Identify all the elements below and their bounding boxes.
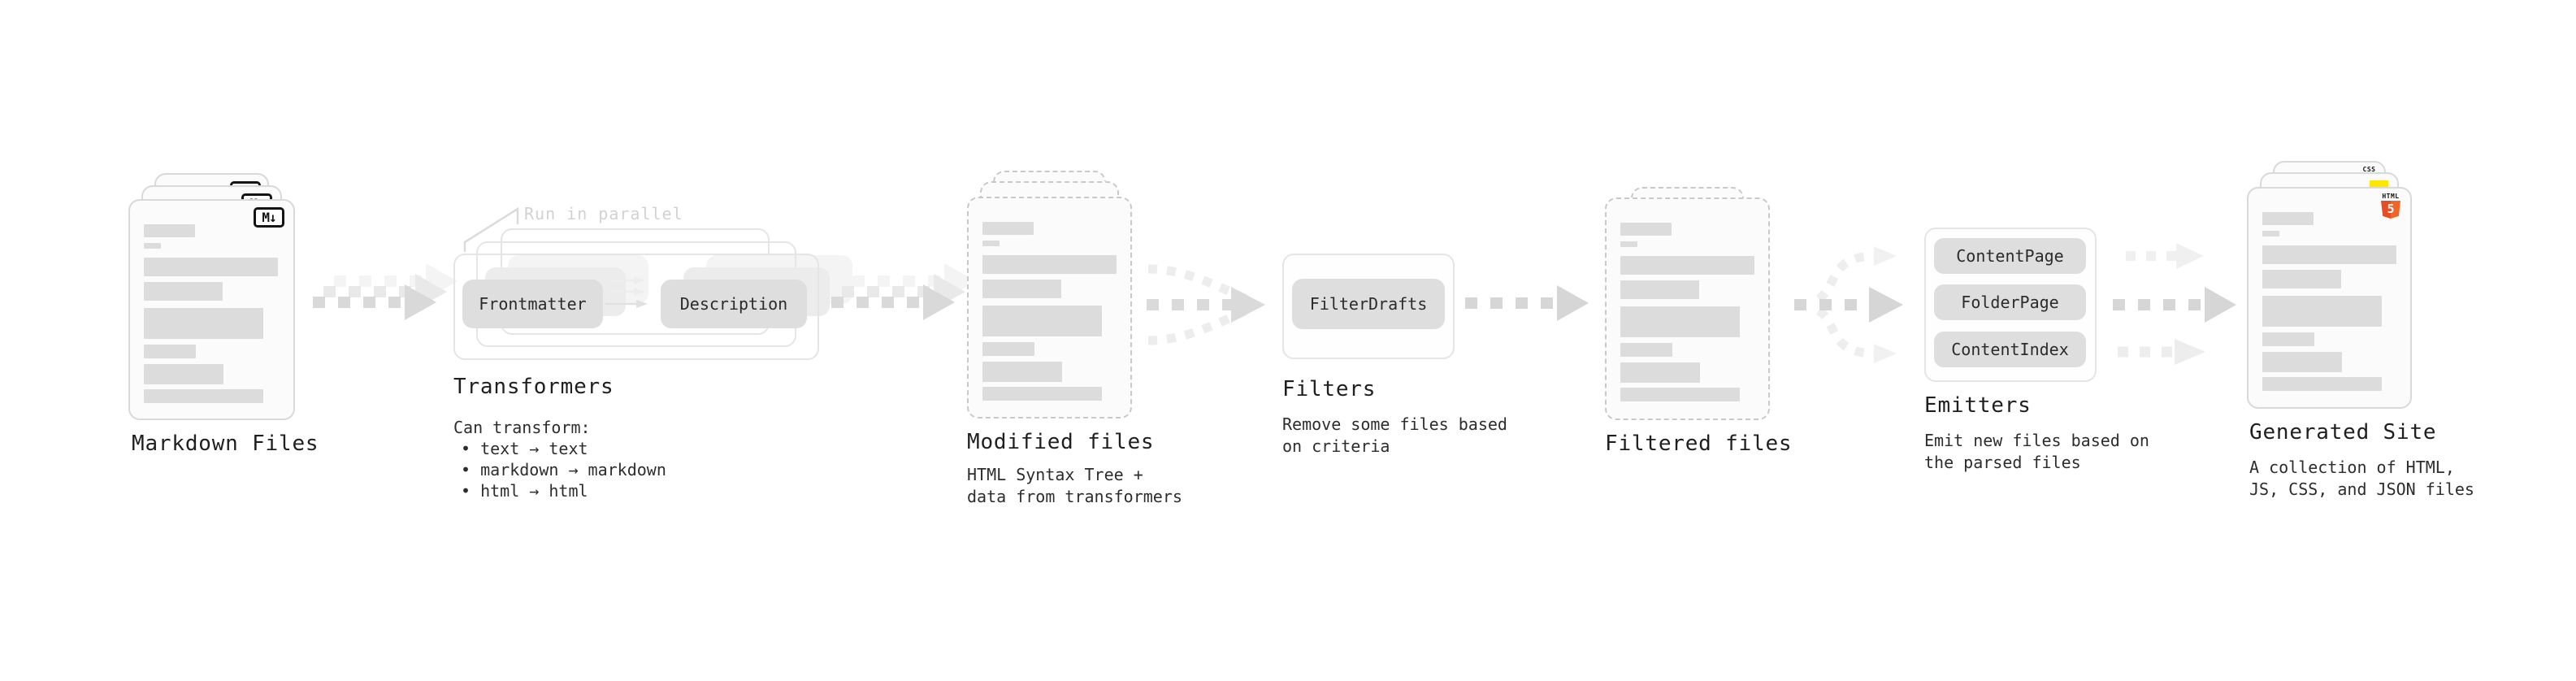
filterdrafts-pill: FilterDrafts — [1292, 279, 1445, 329]
markdown-icon: M↓ — [254, 207, 284, 228]
flow-arrow-light-bottom — [2118, 339, 2205, 365]
css-icon-label: CSS — [2362, 166, 2376, 173]
text-placeholder-bar — [982, 255, 1117, 274]
text-placeholder-bar — [1620, 388, 1740, 401]
text-placeholder-bar — [982, 222, 1034, 235]
filters-subtitle: Remove some files based on criteria — [1282, 414, 1507, 456]
callout-line — [463, 206, 519, 252]
text-placeholder-bar — [982, 280, 1061, 298]
generated-file-card-front: HTML 5 — [2247, 187, 2412, 409]
text-placeholder-bar — [144, 364, 223, 384]
generated-site-label: Generated Site — [2249, 420, 2437, 445]
text-placeholder-bar — [144, 282, 223, 301]
text-placeholder-bar — [1620, 241, 1637, 247]
flow-arrow — [831, 284, 955, 320]
text-placeholder-bar — [982, 241, 1000, 246]
contentpage-pill: ContentPage — [1934, 238, 2086, 274]
flow-arrow — [313, 284, 436, 320]
html5-icon-shield: 5 — [2381, 201, 2400, 219]
text-placeholder-bar — [144, 243, 161, 249]
transformers-notes: Can transform: • text → text • markdown … — [453, 417, 666, 501]
modified-files-label: Modified files — [967, 430, 1155, 454]
flow-arrow — [1465, 285, 1589, 321]
emitters-label: Emitters — [1924, 393, 2032, 418]
modified-files-subtitle: HTML Syntax Tree + data from transformer… — [967, 465, 1182, 506]
text-placeholder-bar — [144, 345, 196, 358]
text-placeholder-bar — [2262, 212, 2314, 225]
flow-arrow-merge — [1147, 264, 1265, 345]
text-placeholder-bar — [982, 362, 1062, 382]
markdown-file-card-front: M↓ — [128, 199, 295, 420]
markdown-files-label: Markdown Files — [132, 432, 319, 456]
text-placeholder-bar — [2262, 332, 2314, 346]
text-placeholder-bar — [144, 258, 278, 276]
text-placeholder-bar — [144, 224, 195, 237]
contentindex-pill: ContentIndex — [1934, 332, 2086, 367]
text-placeholder-bar — [1620, 280, 1699, 299]
frontmatter-pill: Frontmatter — [462, 280, 603, 328]
flow-arrow — [2113, 287, 2236, 323]
text-placeholder-bar — [2262, 245, 2396, 264]
text-placeholder-bar — [1620, 306, 1740, 337]
text-placeholder-bar — [982, 306, 1102, 336]
text-placeholder-bar — [2262, 377, 2382, 391]
text-placeholder-bar — [2262, 270, 2341, 288]
flow-arrow-light-top — [2126, 243, 2204, 269]
filtered-file-card-front — [1605, 197, 1770, 420]
emitters-subtitle: Emit new files based on the parsed files — [1924, 431, 2149, 472]
text-placeholder-bar — [144, 389, 263, 403]
filtered-files-label: Filtered files — [1605, 432, 1793, 456]
html5-icon: HTML 5 — [2381, 193, 2400, 219]
text-placeholder-bar — [2262, 296, 2382, 327]
flow-arrow-split — [1794, 246, 1903, 363]
note-item: • markdown → markdown — [461, 460, 666, 479]
text-placeholder-bar — [1620, 223, 1672, 236]
text-placeholder-bar — [144, 308, 263, 339]
text-placeholder-bar — [1620, 256, 1754, 275]
notes-heading: Can transform: — [453, 418, 591, 437]
note-item: • text → text — [461, 439, 588, 458]
filters-label: Filters — [1282, 377, 1377, 401]
pill-connector-arrows — [605, 276, 648, 308]
text-placeholder-bar — [1620, 362, 1700, 383]
html5-icon-label: HTML — [2382, 193, 2400, 200]
transformers-box-front — [453, 254, 819, 360]
text-placeholder-bar — [2262, 231, 2279, 236]
text-placeholder-bar — [2262, 352, 2342, 372]
modified-file-card-front — [967, 197, 1132, 419]
folderpage-pill: FolderPage — [1934, 284, 2086, 320]
run-in-parallel-annotation: Run in parallel — [524, 204, 683, 223]
transformers-label: Transformers — [453, 375, 614, 399]
text-placeholder-bar — [982, 387, 1102, 401]
description-pill: Description — [661, 280, 807, 328]
text-placeholder-bar — [982, 342, 1034, 356]
text-placeholder-bar — [1620, 343, 1672, 357]
generated-site-subtitle: A collection of HTML, JS, CSS, and JSON … — [2249, 458, 2474, 499]
note-item: • html → html — [461, 481, 588, 501]
